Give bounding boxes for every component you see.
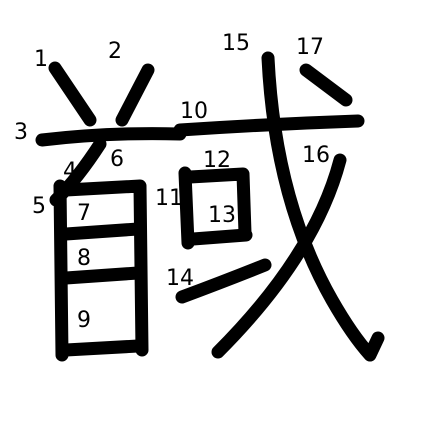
character-strokes [35, 51, 385, 362]
stroke-11 [178, 166, 195, 250]
stroke-number-13: 13 [208, 203, 236, 228]
stroke-number-8: 8 [77, 246, 91, 271]
stroke-12 [183, 167, 252, 240]
stroke-number-3: 3 [14, 120, 28, 145]
stroke-number-11: 11 [155, 186, 183, 211]
stroke-number-labels: 1 2 3 4 5 6 7 8 9 10 11 12 13 14 15 16 1… [14, 31, 330, 333]
stroke-number-17: 17 [296, 35, 324, 60]
stroke-7 [59, 222, 145, 241]
stroke-number-12: 12 [203, 148, 231, 173]
stroke-number-1: 1 [34, 47, 48, 72]
stroke-15 [261, 51, 385, 362]
stroke-number-6: 6 [110, 147, 124, 172]
stroke-number-9: 9 [77, 308, 91, 333]
stroke-number-2: 2 [108, 39, 122, 64]
stroke-5 [53, 179, 69, 362]
stroke-17 [299, 63, 353, 107]
stroke-9 [59, 339, 145, 357]
stroke-number-16: 16 [302, 143, 330, 168]
stroke-number-14: 14 [166, 266, 194, 291]
stroke-number-7: 7 [77, 201, 91, 226]
stroke-8 [59, 266, 145, 285]
stroke-2 [115, 63, 155, 127]
stroke-number-10: 10 [180, 99, 208, 124]
stroke-3 [35, 127, 187, 147]
stroke-14 [175, 258, 272, 304]
stroke-1 [48, 61, 97, 127]
stroke-13 [186, 228, 253, 246]
stroke-number-15: 15 [222, 31, 250, 56]
stroke-16 [211, 153, 347, 359]
stroke-number-4: 4 [63, 159, 77, 184]
stroke-6 [59, 179, 149, 357]
stroke-number-5: 5 [32, 194, 46, 219]
